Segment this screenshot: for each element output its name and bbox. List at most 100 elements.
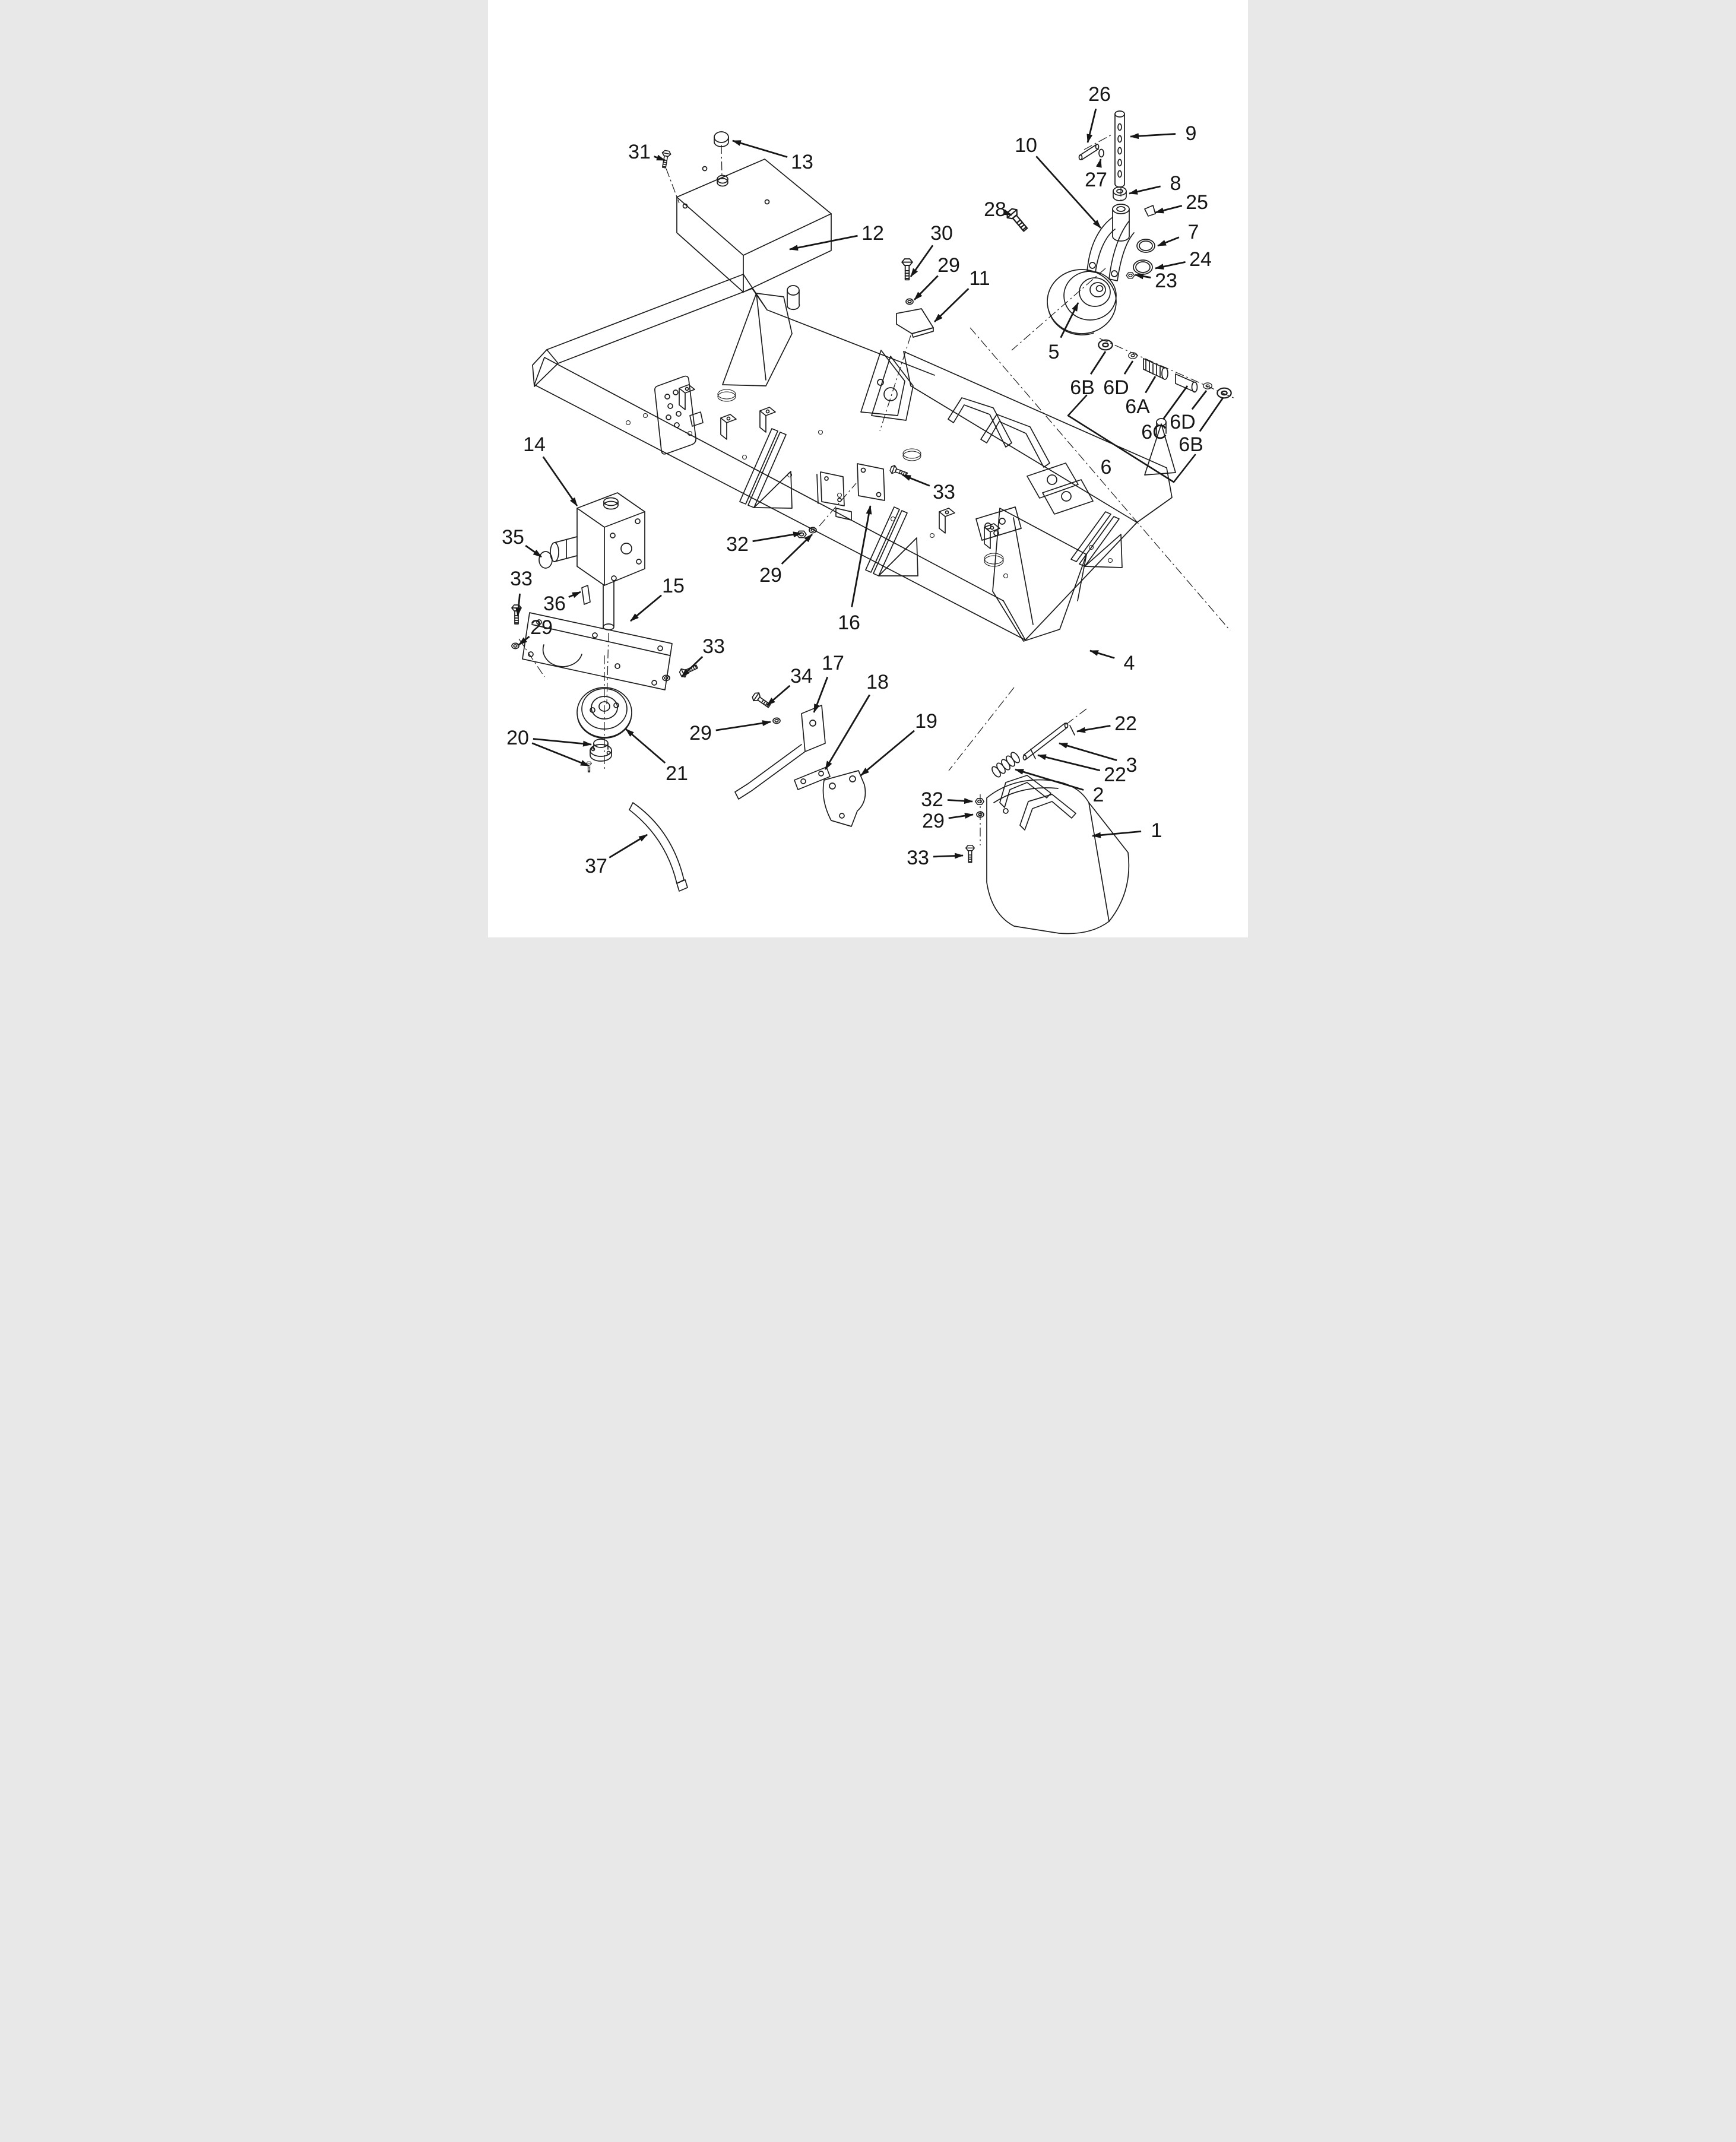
leader-line-16	[851, 505, 872, 607]
strap-part-18	[794, 766, 831, 790]
callout-label-19: 19	[915, 710, 937, 733]
callout-label-14: 14	[523, 433, 546, 456]
callout-label-33-c: 33	[933, 481, 955, 503]
leader-line-22-b	[1037, 754, 1101, 772]
callout-label-6C: 6C	[1141, 421, 1167, 443]
callout-label-31: 31	[628, 141, 651, 163]
leader-line-21	[625, 728, 666, 764]
leader-line-34	[766, 685, 791, 706]
leader-line-14	[542, 456, 578, 506]
callout-label-29-d: 29	[759, 564, 782, 587]
leader-line-6D-a	[1123, 360, 1134, 375]
skirt-part-4	[992, 508, 1087, 642]
ring-part-24	[1133, 259, 1153, 275]
leader-line-30	[910, 245, 934, 277]
bolt-part-33	[965, 845, 975, 863]
leader-line-2	[1015, 768, 1084, 791]
leader-line-13	[732, 140, 788, 158]
callout-label-6D-a: 6D	[1103, 376, 1129, 399]
callout-label-18: 18	[866, 671, 889, 693]
ring-part-27	[1098, 148, 1104, 158]
callout-label-5: 5	[1048, 341, 1060, 363]
exploded-parts-diagram: 3113123029112691027828257242356B6D6A6C6D…	[502, 83, 1237, 934]
leader-line-27	[1095, 159, 1102, 168]
leader-line-36	[568, 591, 581, 598]
callout-label-33-b: 33	[702, 635, 725, 658]
callout-label-29-c: 29	[689, 722, 712, 744]
gusset-pair-right	[1070, 511, 1123, 568]
lockwasher-part-29	[809, 527, 817, 534]
leader-line-9	[1130, 133, 1176, 140]
cap-part-35	[538, 551, 553, 569]
callout-label-33-d: 33	[907, 847, 929, 869]
leader-line-6B-a	[1089, 351, 1107, 375]
belt-guide-part-37	[629, 802, 688, 892]
leader-line-25	[1155, 205, 1183, 214]
callout-label-4: 4	[1124, 652, 1135, 674]
leader-line-22-a	[1076, 724, 1111, 733]
caster-fork-part-10	[1086, 204, 1135, 281]
leader-line-3	[1059, 742, 1117, 761]
deck-weldment	[532, 274, 1176, 642]
axle-kit-part-6	[1098, 339, 1232, 399]
plug-part-13	[714, 131, 729, 147]
pin-part-25	[1144, 205, 1156, 217]
callout-label-32-b: 32	[921, 788, 943, 811]
leader-line-24	[1155, 261, 1186, 270]
deck-holes	[625, 389, 1113, 579]
callout-label-22-b: 22	[1104, 763, 1126, 786]
leader-line-35	[525, 544, 542, 558]
callout-label-30: 30	[930, 222, 953, 245]
callout-label-6B-b: 6B	[1179, 433, 1203, 456]
bolt-part-28	[1004, 206, 1031, 235]
leader-line-6D-b	[1191, 390, 1208, 410]
spring-part-2	[991, 752, 1020, 778]
leader-line-28	[1003, 209, 1012, 216]
callout-label-28: 28	[984, 198, 1006, 221]
leader-line-29-b	[518, 636, 530, 646]
lockwasher-part-29	[772, 717, 781, 724]
gearbox-part-14	[538, 492, 645, 630]
bushing-part-8	[1113, 186, 1127, 201]
leader-line-5	[1060, 302, 1079, 338]
leader-line-15	[630, 594, 662, 622]
callout-label-22-a: 22	[1114, 712, 1137, 735]
leader-line-29-e	[948, 813, 974, 819]
bolt-part-34	[750, 690, 773, 711]
lockwasher-part-29	[511, 642, 519, 649]
leader-line-32-b	[947, 798, 973, 804]
callout-label-17: 17	[822, 652, 844, 674]
callout-label-1: 1	[1151, 819, 1162, 842]
front-support-bracket	[722, 285, 800, 386]
callout-label-11: 11	[969, 267, 990, 290]
leader-line-7	[1157, 236, 1180, 247]
pin-part-22	[1030, 749, 1036, 759]
callout-label-24: 24	[1189, 248, 1212, 271]
callout-label-33-a: 33	[510, 568, 533, 590]
center-lift-bracket	[860, 350, 914, 421]
callout-label-32-a: 32	[726, 533, 749, 556]
diagram-artwork	[511, 110, 1232, 934]
callout-label-9: 9	[1186, 122, 1197, 145]
callout-label-36: 36	[543, 592, 566, 615]
lockwasher-part-29	[905, 298, 914, 305]
alignment-lines	[518, 134, 1237, 845]
callout-label-20: 20	[506, 727, 529, 749]
key-part-36	[581, 585, 591, 605]
leader-line-33-c	[902, 474, 930, 487]
hitch-plates	[975, 462, 1094, 541]
callout-label-29-b: 29	[530, 616, 553, 639]
callout-label-26: 26	[1088, 83, 1111, 106]
callout-label-12: 12	[861, 222, 884, 245]
leader-line-37	[609, 834, 648, 858]
deck-plate	[816, 471, 852, 521]
leader-line-6A	[1145, 376, 1157, 394]
leader-line-17	[813, 676, 829, 713]
callout-label-37: 37	[585, 855, 607, 877]
leader-line-20	[531, 742, 590, 767]
callout-label-6: 6	[1101, 456, 1112, 479]
nut-part-23	[1126, 272, 1135, 279]
callout-label-3: 3	[1126, 754, 1138, 777]
